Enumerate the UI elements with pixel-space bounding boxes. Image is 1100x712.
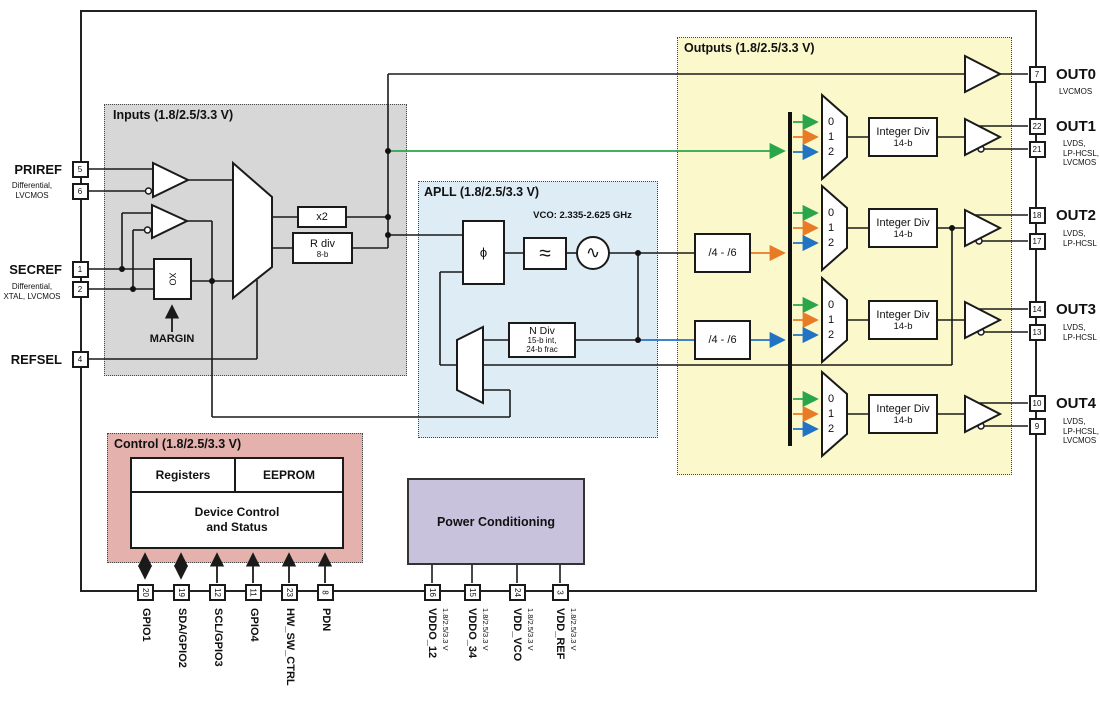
pin-priref-p: 5 (71, 160, 89, 178)
pin-pdn: 8 (316, 583, 334, 601)
pin-secref-n: 2 (71, 280, 89, 298)
gpio4-label: GPIO4 (248, 608, 260, 642)
scl-gpio3-label: SCL/GPIO3 (212, 608, 224, 667)
vco-block: ∿ (576, 236, 610, 270)
phase-detector-block: ϕ (462, 220, 505, 285)
eeprom-block: EEPROM (234, 457, 344, 493)
vco-range-label: VCO: 2.335-2.625 GHz (533, 210, 632, 221)
vddref-label: VDD_REF (554, 608, 566, 660)
out1-types: LVDS, LP-HCSL, LVCMOS (1063, 139, 1100, 167)
xo-block: XO (153, 258, 192, 300)
inputs-region (104, 104, 407, 376)
out3-label: OUT3 (1056, 301, 1097, 318)
r-divider-block: R div 8-b (292, 232, 353, 264)
lowpass-filter-icon: ≈ (539, 241, 551, 265)
out0-label: OUT0 (1056, 66, 1097, 83)
sda-gpio2-label: SDA/GPIO2 (176, 608, 188, 668)
vddo34-label: VDDO_34 (466, 608, 478, 659)
out0-types: LVCMOS (1059, 87, 1093, 96)
inputs-region-title: Inputs (1.8/2.5/3.3 V) (113, 108, 234, 122)
outputs-region-title: Outputs (1.8/2.5/3.3 V) (684, 41, 815, 55)
pin-out1-n: 21 (1028, 140, 1046, 158)
hw-sw-ctrl-label: HW_SW_CTRL (284, 608, 296, 686)
pin-out3-p: 14 (1028, 300, 1046, 318)
secref-types: Differential, XTAL, LVCMOS (3, 282, 61, 301)
secref-label: SECREF (9, 262, 62, 277)
priref-types: Differential, LVCMOS (11, 181, 53, 200)
vddvco-label: VDD_VCO (511, 608, 523, 662)
vddo34-voltage: 1.8/2.5/3.3 V (481, 608, 490, 651)
out2-label: OUT2 (1056, 207, 1097, 224)
out1-mux-inputs: 0 1 2 (828, 116, 835, 158)
out2-types: LVDS, LP-HCSL (1063, 229, 1097, 248)
pin-out0: 7 (1028, 65, 1046, 83)
pin-out4-n: 9 (1028, 417, 1046, 435)
gpio1-label: GPIO1 (140, 608, 152, 642)
device-control-block: Device Control and Status (130, 491, 344, 549)
vddref-voltage: 1.8/2.5/3.3 V (569, 608, 578, 651)
pin-sda-gpio2: 19 (172, 583, 190, 601)
pin-scl-gpio3: 12 (208, 583, 226, 601)
x2-multiplier-block: x2 (297, 206, 347, 228)
out1-integer-divider: Integer Div 14-b (868, 117, 938, 157)
out3-mux-inputs: 0 1 2 (828, 299, 835, 341)
out4-mux-inputs: 0 1 2 (828, 393, 835, 435)
div46-bottom-block: /4 - /6 (694, 320, 751, 360)
div46-top-block: /4 - /6 (694, 233, 751, 273)
out1-label: OUT1 (1056, 118, 1097, 135)
pin-gpio1: 20 (136, 583, 154, 601)
registers-block: Registers (130, 457, 236, 493)
pin-vddref: 3 (551, 583, 569, 601)
sine-wave-icon: ∿ (585, 243, 601, 262)
pin-priref-n: 6 (71, 182, 89, 200)
pin-out1-p: 22 (1028, 117, 1046, 135)
out2-integer-divider: Integer Div 14-b (868, 208, 938, 248)
pin-vddvco: 24 (508, 583, 526, 601)
out4-label: OUT4 (1056, 395, 1097, 412)
pin-gpio4: 11 (244, 583, 262, 601)
pin-out3-n: 13 (1028, 323, 1046, 341)
loop-filter-block: ≈ (523, 237, 567, 270)
pin-vddo34: 15 (463, 583, 481, 601)
pin-hw-sw-ctrl: 23 (280, 583, 298, 601)
out3-types: LVDS, LP-HCSL (1063, 323, 1097, 342)
n-divider-block: N Div 15-b int, 24-b frac (508, 322, 576, 358)
pin-vddo12: 16 (423, 583, 441, 601)
vddo12-voltage: 1.8/2.5/3.3 V (441, 608, 450, 651)
vddo12-label: VDDO_12 (426, 608, 438, 659)
vddvco-voltage: 1.8/2.5/3.3 V (526, 608, 535, 651)
refsel-label: REFSEL (10, 352, 62, 367)
priref-label: PRIREF (14, 162, 62, 177)
out3-integer-divider: Integer Div 14-b (868, 300, 938, 340)
pdn-label: PDN (320, 608, 332, 632)
pin-out4-p: 10 (1028, 394, 1046, 412)
pin-secref-p: 1 (71, 260, 89, 278)
margin-label: MARGIN (149, 333, 195, 345)
power-conditioning-block: Power Conditioning (407, 478, 585, 565)
pin-refsel: 4 (71, 350, 89, 368)
pin-out2-n: 17 (1028, 232, 1046, 250)
phase-detector-icon: ϕ (479, 245, 488, 260)
pin-out2-p: 18 (1028, 206, 1046, 224)
out4-types: LVDS, LP-HCSL, LVCMOS (1063, 417, 1100, 445)
apll-region-title: APLL (1.8/2.5/3.3 V) (424, 185, 540, 199)
out2-mux-inputs: 0 1 2 (828, 207, 835, 249)
out4-integer-divider: Integer Div 14-b (868, 394, 938, 434)
control-region-title: Control (1.8/2.5/3.3 V) (114, 437, 242, 451)
